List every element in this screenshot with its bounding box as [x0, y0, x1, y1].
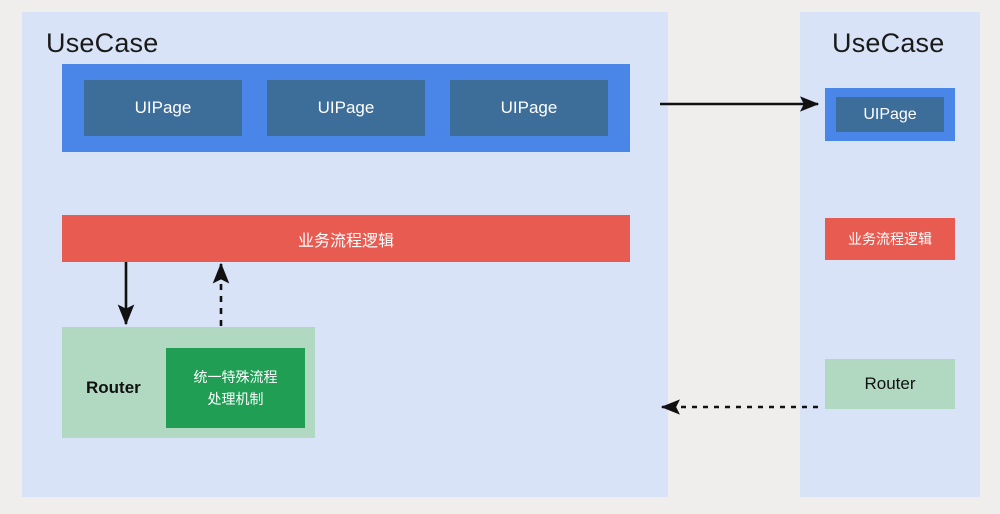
left-business-logic-bar[interactable]: 业务流程逻辑	[62, 215, 630, 262]
left-router-panel[interactable]: Router 统一特殊流程 处理机制	[62, 327, 315, 438]
uipage-box-1[interactable]: UIPage	[84, 80, 242, 136]
left-panel-title: UseCase	[46, 28, 159, 58]
router-mechanism-line2: 处理机制	[207, 391, 264, 407]
uipage-box-3[interactable]: UIPage	[450, 80, 608, 136]
right-uipage-box[interactable]: UIPage	[836, 97, 944, 132]
router-mechanism-line1: 统一特殊流程	[193, 369, 278, 385]
left-router-label: Router	[86, 378, 141, 397]
right-business-logic-bar[interactable]: 业务流程逻辑	[825, 218, 955, 260]
uipage-box-2[interactable]: UIPage	[267, 80, 425, 136]
right-uipage-group: UIPage	[825, 88, 955, 141]
left-router-mechanism-box[interactable]: 统一特殊流程 处理机制	[166, 348, 305, 428]
right-panel-title: UseCase	[832, 28, 945, 58]
right-router-box[interactable]: Router	[825, 359, 955, 409]
left-uipage-group: UIPage UIPage UIPage	[62, 64, 630, 152]
